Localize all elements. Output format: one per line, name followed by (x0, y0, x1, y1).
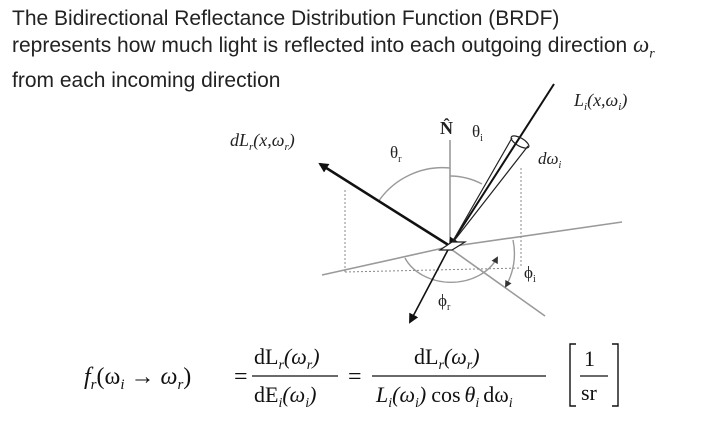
heading-line-2: represents how much light is reflected i… (12, 32, 655, 62)
unit-denominator: sr (581, 380, 598, 405)
equals-sign-1: = (234, 364, 248, 390)
surface-patch (438, 241, 468, 251)
solid-angle-cone-right (449, 145, 529, 247)
brdf-equation: fr(ωi→ωr) = dLr(ωr) dEi(ωi) = dLr(ωr) Li… (84, 343, 619, 411)
reflected-ray (318, 162, 451, 248)
projected-direction-line (409, 245, 451, 324)
solid-angle-cone-left (449, 137, 513, 247)
phi-i-arc (505, 239, 516, 288)
equation-lhs: fr(ωi→ωr) (84, 364, 191, 393)
reflected-radiance-label: dLr(x,ωr) (230, 130, 295, 153)
solid-angle-cap (510, 135, 530, 149)
fraction-1-denominator: dEi(ωi) (254, 382, 316, 411)
heading-line-3: from each incoming direction (12, 68, 281, 92)
theta-r-arc (377, 166, 451, 203)
theta-i-arc (449, 175, 483, 185)
d-omega-label: dωi (538, 149, 562, 171)
phi-r-label: ϕr (438, 291, 451, 313)
omega-r-symbol: ωr (633, 32, 655, 62)
fraction-2-numerator: dLr(ωr) (414, 344, 480, 373)
surface-line-lower (447, 246, 546, 317)
normal-label: N̂ (440, 118, 453, 138)
incident-radiance-label: Li(x,ωi) (573, 90, 627, 113)
fraction-1-numerator: dLr(ωr) (254, 344, 320, 373)
projection-dashed-bottom (344, 267, 522, 273)
phi-r-arc (404, 256, 498, 284)
surface-line-left (321, 246, 449, 276)
unit-right-bracket (612, 343, 619, 407)
surface-line-right (447, 221, 623, 248)
equals-sign-2: = (348, 364, 362, 390)
phi-i-label: ϕi (524, 263, 536, 285)
unit-left-bracket (569, 343, 576, 407)
unit-numerator: 1 (584, 346, 595, 371)
theta-i-label: θi (472, 122, 483, 144)
theta-r-label: θr (390, 143, 402, 165)
slide-heading: The Bidirectional Reflectance Distributi… (12, 6, 702, 94)
heading-line-1: The Bidirectional Reflectance Distributi… (12, 7, 560, 30)
incident-ray (448, 83, 555, 248)
